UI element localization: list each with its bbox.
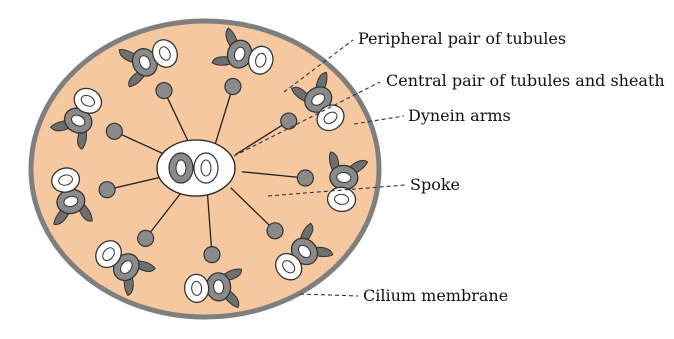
spoke-head [267, 223, 283, 239]
leader-membrane [300, 294, 358, 296]
spoke-head [281, 113, 297, 129]
spoke-head [99, 182, 115, 198]
spoke-head [204, 247, 220, 263]
central-pair-sheath [157, 140, 235, 196]
spoke-head [138, 230, 154, 246]
spoke-head [156, 83, 172, 99]
label-spoke: Spoke [410, 175, 460, 194]
spoke-head [297, 170, 313, 186]
label-cilium-membrane: Cilium membrane [363, 286, 508, 305]
label-central-pair: Central pair of tubules and sheath [386, 71, 665, 90]
label-peripheral-pair: Peripheral pair of tubules [358, 29, 566, 48]
spoke-head [225, 79, 241, 95]
spoke-head [106, 123, 122, 139]
label-dynein-arms: Dynein arms [408, 106, 511, 125]
